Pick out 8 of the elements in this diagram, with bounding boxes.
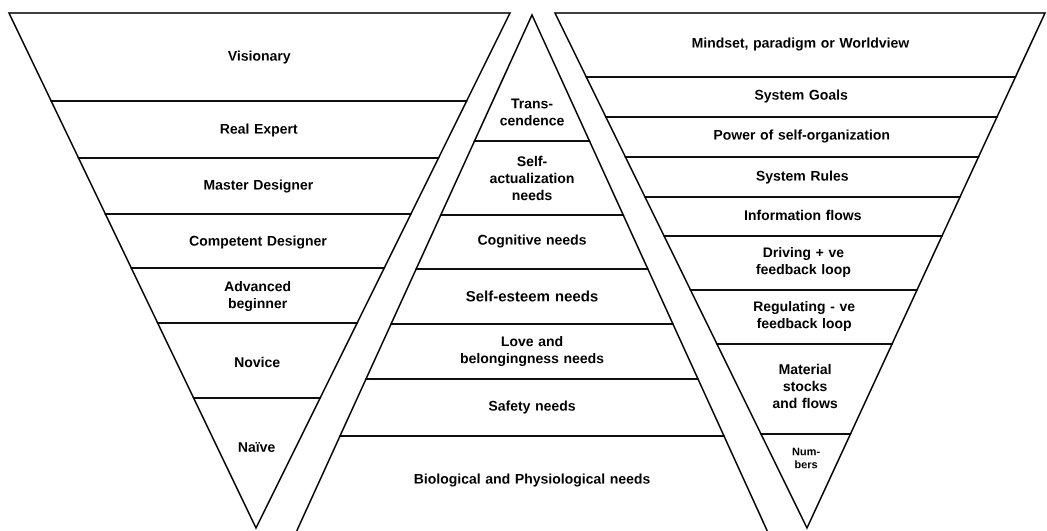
pyramid-level: Master Designer (77, 157, 440, 215)
pyramid-level: Competent Designer (104, 213, 413, 269)
pyramid-level: Biological and Physiological needs (295, 435, 769, 531)
pyramid-level: System Goals (585, 76, 1017, 118)
pyramid-level: Advanced beginner (130, 267, 386, 324)
pyramid-level: System Rules (624, 156, 980, 198)
pyramid-level: Regulating - ve feedback loop (689, 289, 919, 345)
pyramid-level: Novice (156, 322, 359, 399)
